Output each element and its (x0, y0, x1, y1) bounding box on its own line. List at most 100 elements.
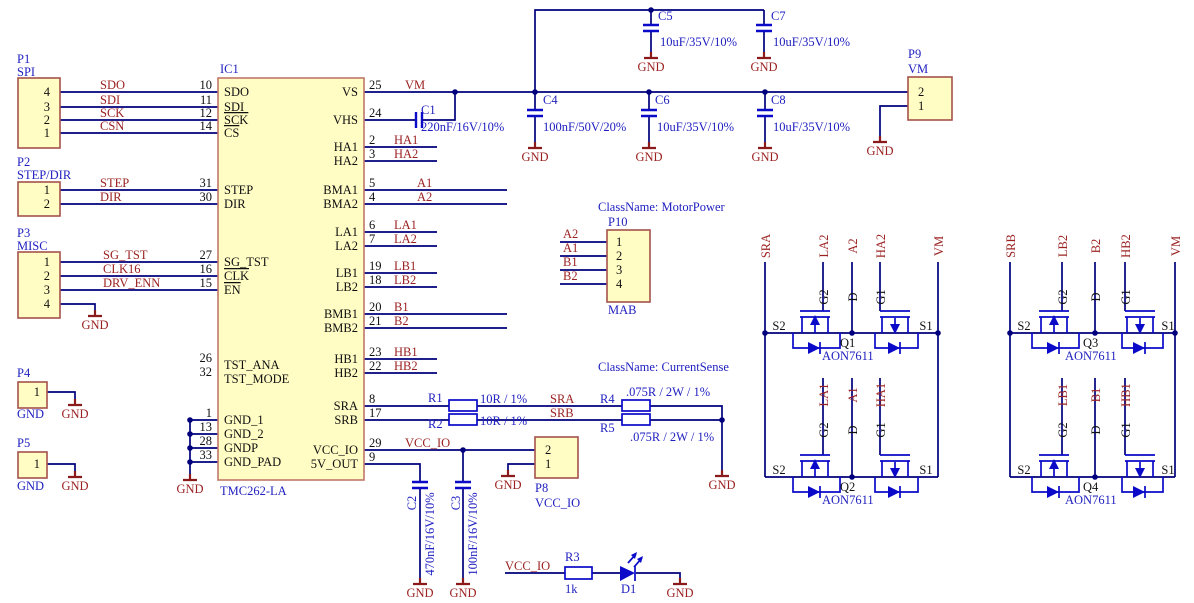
net-label-hb2: HB2 (394, 359, 418, 373)
pin-number: 1 (44, 126, 50, 140)
pin-number: 1 (616, 235, 622, 249)
connector-p10[interactable]: ClassName: MotorPower P10 1 2 3 4 MAB A2… (563, 200, 726, 317)
pin-number: 23 (369, 345, 382, 359)
resistors[interactable]: R1 10R / 1% R2 10R / 1% R4 .075R / 2W / … (428, 385, 714, 596)
ic-pin-name: SDO (224, 85, 249, 99)
fet-gate-label: G2 (817, 289, 831, 304)
fet-ref-q2: Q2 (840, 480, 855, 494)
pin-number: 29 (369, 436, 382, 450)
fet-s2-label: S2 (772, 463, 785, 477)
pin-number: 14 (200, 119, 213, 133)
ic-pin-name: LB1 (336, 266, 358, 280)
pin-number: 1 (34, 457, 40, 471)
ic-pin-name: BMB2 (324, 321, 358, 335)
cap-ref-c3: C3 (449, 496, 463, 511)
res-value-r1: 10R / 1% (480, 392, 527, 406)
pin-number: 2 (44, 113, 50, 127)
fet-part-q4: AON7611 (1065, 493, 1117, 507)
connector-p1[interactable]: P1 SPI 4 3 2 1 (17, 52, 61, 149)
connector-p8[interactable]: 2 1 P8 VCC_IO (534, 436, 580, 510)
ic-pin-name: LB2 (336, 280, 358, 294)
fet-ref-q4: Q4 (1083, 480, 1099, 494)
pin-number: 2 (918, 85, 924, 99)
net-label-b1: B1 (394, 300, 409, 314)
connector-net: MAB (608, 303, 636, 317)
net-label-a2: A2 (563, 227, 578, 241)
connector-p2[interactable]: P2 STEP/DIR 1 2 (17, 155, 72, 217)
res-value-r4: .075R / 2W / 1% (626, 385, 710, 399)
ic-pin-name: GNDP (224, 441, 258, 455)
ic-pin-name: SDI (224, 100, 244, 114)
hbridge-a[interactable]: SRA LA2 A2 HA2 VM G2 D G1 LA1 A1 HA1 G2 … (759, 234, 946, 507)
led-d1[interactable]: D1 (620, 552, 643, 596)
ic-pin-name: TST_MODE (224, 372, 290, 386)
net-label-ha1: HA1 (394, 133, 418, 147)
pin-number: 33 (200, 448, 213, 462)
pin-number: 2 (44, 269, 50, 283)
net-label-vcc-io: VCC_IO (405, 436, 450, 450)
res-ref-r3: R3 (565, 550, 580, 564)
fet-gate-label: G1 (1119, 422, 1133, 437)
ic-pin-name: VS (342, 85, 358, 99)
ic-part: TMC262-LA (220, 484, 287, 498)
connector-ref: P8 (535, 481, 548, 495)
pin-number: 26 (200, 351, 213, 365)
connector-net: VCC_IO (535, 496, 580, 510)
net-label-b1: B1 (1089, 388, 1103, 403)
fet-s2-label: S2 (772, 319, 785, 333)
gnd-label: GND (708, 478, 735, 492)
connector-p4[interactable]: P4 GND 1 (17, 366, 48, 421)
fet-gate-label: G2 (1056, 289, 1070, 304)
gnd-label: GND (81, 318, 108, 332)
pin-number: 6 (369, 218, 375, 232)
cap-ref-c2: C2 (405, 496, 419, 511)
cap-value-c2: 470nF/16V/10% (423, 492, 437, 575)
pin-number: 2 (369, 133, 375, 147)
net-labels: SDO SDI SCK CSN STEP DIR SG_TST CLK16 DR… (100, 78, 729, 573)
gnd-label: GND (449, 586, 476, 600)
fet-ref-q1: Q1 (840, 336, 855, 350)
pin-number: 27 (200, 248, 213, 262)
junction-dots (187, 7, 1178, 480)
net-label-vm: VM (405, 78, 425, 92)
cap-value-c1: 220nF/16V/10% (421, 120, 504, 134)
pin-number: 4 (44, 85, 51, 99)
pin-number: 20 (369, 300, 382, 314)
ic-pin-name: HA2 (334, 154, 358, 168)
pin-number: 11 (200, 93, 212, 107)
connector-p9[interactable]: P9 VM 2 1 (907, 47, 953, 121)
fet-s2-label: S2 (1017, 463, 1030, 477)
classname-note: ClassName: CurrentSense (598, 360, 729, 374)
led-ref: D1 (621, 582, 636, 596)
connector-net: SPI (17, 65, 35, 79)
cap-value-c3: 100nF/16V/10% (466, 492, 480, 575)
ic-pin-name: LA1 (335, 225, 358, 239)
ic-tmc262[interactable]: IC1 TMC262-LA SDO SDI SCK CS STEP DIR SG… (217, 62, 365, 498)
connector-net: MISC (17, 239, 48, 253)
pin-number: 2 (545, 443, 551, 457)
pin-number: 9 (369, 450, 375, 464)
net-label-a2: A2 (846, 238, 860, 253)
capacitors[interactable]: C1 220nF/16V/10% C5 10uF/35V/10% C7 10uF… (405, 9, 850, 576)
ic-pin-name: GND_PAD (224, 455, 281, 469)
hbridge-b[interactable]: SRB LB2 B2 HB2 VM G2 D G1 LB1 B1 HB1 G2 … (1004, 234, 1183, 507)
pin-number: 30 (200, 190, 213, 204)
net-label-sdi: SDI (100, 93, 120, 107)
connector-p5[interactable]: P5 GND 1 (17, 436, 48, 493)
fet-part-q2: AON7611 (822, 493, 874, 507)
net-label-vm: VM (932, 236, 946, 256)
pin-number: 3 (369, 147, 375, 161)
connector-p3[interactable]: P3 MISC 1 2 3 4 (17, 226, 61, 319)
net-label-srb: SRB (1004, 234, 1018, 258)
ic-pin-name: BMB1 (324, 307, 358, 321)
ic-ref: IC1 (220, 62, 239, 76)
pin-number: 12 (200, 106, 213, 120)
fet-gate-label: G2 (1056, 422, 1070, 437)
cap-ref-c7: C7 (771, 9, 786, 23)
gnd-label: GND (61, 479, 88, 493)
pin-number: 15 (200, 276, 213, 290)
res-value-r2: 10R / 1% (480, 414, 527, 428)
net-label-csn: CSN (100, 119, 124, 133)
connector-net: GND (17, 407, 44, 421)
